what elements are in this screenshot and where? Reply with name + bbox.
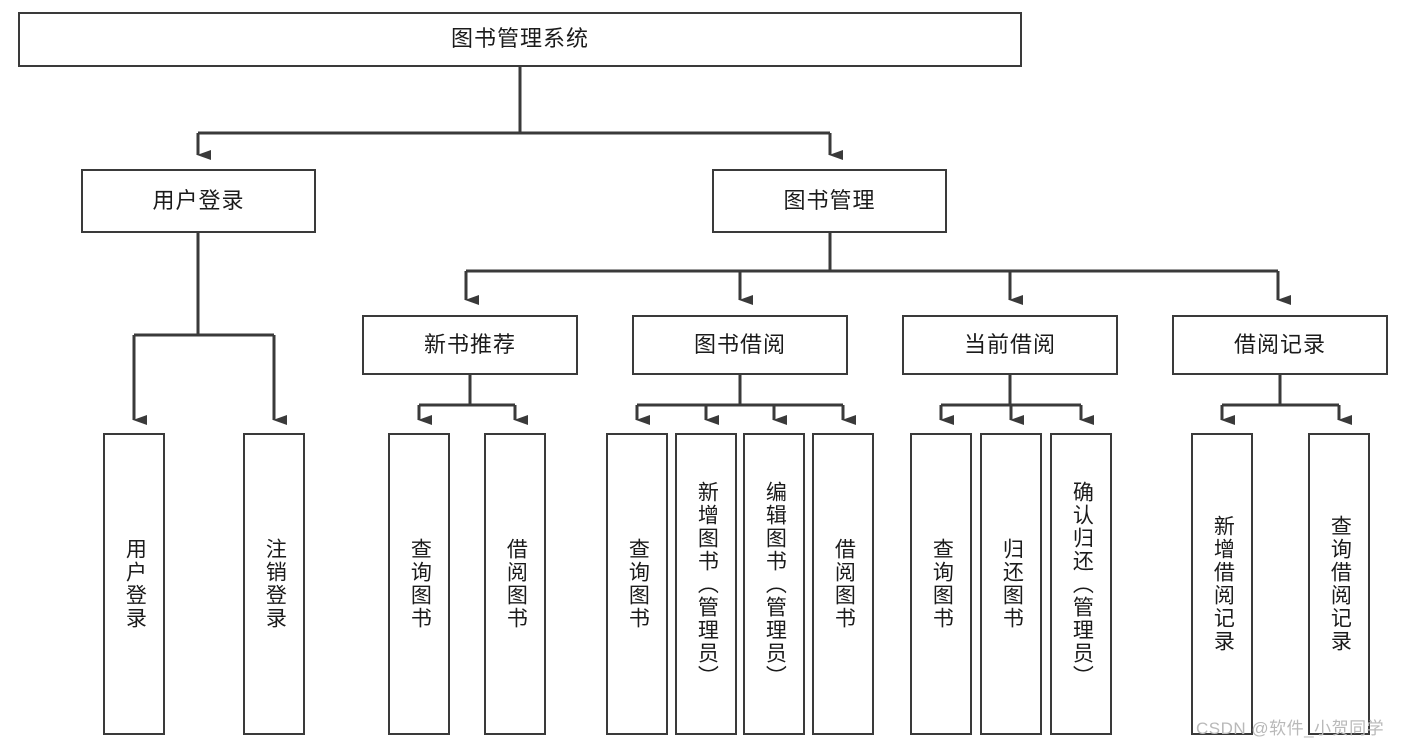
- leaf-add-book[interactable]: 新增图书（管理员）: [675, 433, 737, 735]
- leaf-confirm-return[interactable]: 确认归还（管理员）: [1050, 433, 1112, 735]
- leaf-query-book-borrow[interactable]: 查询图书: [606, 433, 668, 735]
- node-current-borrow[interactable]: 当前借阅: [902, 315, 1118, 375]
- leaf-edit-book[interactable]: 编辑图书（管理员）: [743, 433, 805, 735]
- node-new-book-recommend[interactable]: 新书推荐: [362, 315, 578, 375]
- leaf-query-book-current[interactable]: 查询图书: [910, 433, 972, 735]
- leaf-borrow-book-recommend[interactable]: 借阅图书: [484, 433, 546, 735]
- leaf-query-book-recommend[interactable]: 查询图书: [388, 433, 450, 735]
- leaf-logout-login[interactable]: 注销登录: [243, 433, 305, 735]
- leaf-user-login[interactable]: 用户登录: [103, 433, 165, 735]
- node-borrow-record[interactable]: 借阅记录: [1172, 315, 1388, 375]
- leaf-query-borrow-record[interactable]: 查询借阅记录: [1308, 433, 1370, 735]
- node-root[interactable]: 图书管理系统: [18, 12, 1022, 67]
- leaf-add-borrow-record[interactable]: 新增借阅记录: [1191, 433, 1253, 735]
- node-book-management[interactable]: 图书管理: [712, 169, 947, 233]
- node-book-borrow[interactable]: 图书借阅: [632, 315, 848, 375]
- leaf-borrow-book[interactable]: 借阅图书: [812, 433, 874, 735]
- leaf-return-book[interactable]: 归还图书: [980, 433, 1042, 735]
- node-user-login[interactable]: 用户登录: [81, 169, 316, 233]
- csdn-watermark: CSDN @软件_小贺同学: [1196, 719, 1385, 738]
